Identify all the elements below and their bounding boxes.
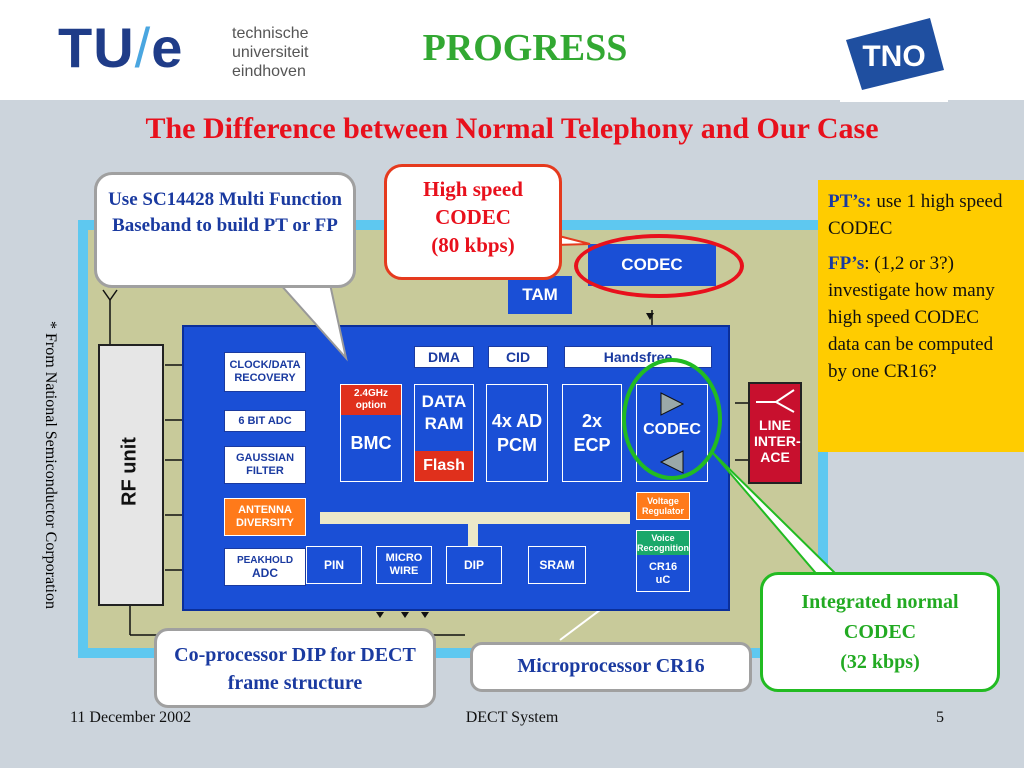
cr16-uc-label: CR16 uC xyxy=(648,561,678,586)
ad-pcm-block: 4x AD PCM xyxy=(486,384,548,482)
slide-header: TU/e technische universiteit eindhoven P… xyxy=(0,0,1024,102)
high-speed-codec-callout: High speed CODEC (80 kbps) xyxy=(384,164,562,280)
integrated-line-1: Integrated normal xyxy=(801,591,959,613)
university-line-2: universiteit xyxy=(232,44,309,61)
internal-bus xyxy=(320,512,630,524)
high-speed-line-1: High speed xyxy=(423,177,523,201)
logo-tu: TU xyxy=(58,16,135,79)
data-ram-label: DATA RAM xyxy=(415,391,473,435)
footer-date: 11 December 2002 xyxy=(70,709,192,726)
peakhold-adc-block: PEAKHOLD ADC xyxy=(224,548,306,586)
integrated-codec-callout: Integrated normal CODEC (32 kbps) xyxy=(760,572,1000,692)
cr16-block: Voice Recognition CR16 uC xyxy=(636,530,690,592)
line-interface-label: LINE INTER- ACE xyxy=(754,417,801,465)
tue-logo: TU/e xyxy=(58,18,183,78)
line-interface-block: LINE INTER- ACE xyxy=(748,382,802,484)
university-line-1: technische xyxy=(232,25,309,42)
section-title: PROGRESS xyxy=(422,27,628,69)
data-ram-block: DATA RAM Flash xyxy=(414,384,474,482)
dip-block: DIP xyxy=(446,546,502,584)
voice-recognition-label: Voice Recognition xyxy=(637,531,689,555)
rf-unit-block: RF unit xyxy=(98,344,164,606)
tno-logo: TNO xyxy=(840,10,948,102)
data-ram-line-1: DATA xyxy=(421,392,467,411)
flash-block: Flash xyxy=(415,451,473,481)
page-number: 5 xyxy=(936,709,944,726)
inner-codec-highlight xyxy=(622,358,722,480)
tno-logo-text: TNO xyxy=(862,40,925,73)
six-bit-adc-block: 6 BIT ADC xyxy=(224,410,306,432)
slide-title: The Difference between Normal Telephony … xyxy=(145,112,879,145)
integrated-line-2: CODEC xyxy=(843,621,917,643)
high-speed-line-2: CODEC xyxy=(435,205,511,229)
fp-note: FP’s: (1,2 or 3?) investigate how many h… xyxy=(828,250,1014,385)
fp-text: : (1,2 or 3?) investigate how many high … xyxy=(828,253,995,382)
high-speed-line-3: (80 kbps) xyxy=(431,233,515,257)
pin-block: PIN xyxy=(306,546,362,584)
dma-block: DMA xyxy=(414,346,474,368)
footer-title: DECT System xyxy=(465,709,559,726)
top-codec-highlight xyxy=(574,234,744,298)
integrated-line-3: (32 kbps) xyxy=(840,651,920,673)
voltage-regulator-block: Voltage Regulator xyxy=(636,492,690,520)
internal-bus-stem xyxy=(468,522,478,550)
bmc-label: BMC xyxy=(350,433,392,453)
university-name: technische universiteit eindhoven xyxy=(232,24,309,81)
sram-block: SRAM xyxy=(528,546,586,584)
cid-block: CID xyxy=(488,346,548,368)
logo-slash: / xyxy=(134,16,152,79)
microprocessor-callout: Microprocessor CR16 xyxy=(470,642,752,692)
pt-text: use 1 high speed CODEC xyxy=(828,191,1003,239)
university-line-3: eindhoven xyxy=(232,63,306,80)
pt-note: PT’s: use 1 high speed CODEC xyxy=(828,188,1014,242)
data-ram-line-2: RAM xyxy=(424,414,464,433)
peakhold-label: PEAKHOLD xyxy=(236,555,294,566)
gaussian-filter-block: GAUSSIAN FILTER xyxy=(224,446,306,484)
fp-label: FP’s xyxy=(828,253,865,274)
clock-data-recovery-block: CLOCK/DATA RECOVERY xyxy=(224,352,306,392)
antenna-diversity-block: ANTENNA DIVERSITY xyxy=(224,498,306,536)
line-fork-icon xyxy=(756,389,795,413)
baseband-callout: Use SC14428 Multi Function Baseband to b… xyxy=(94,172,356,288)
coprocessor-callout: Co-processor DIP for DECT frame structur… xyxy=(154,628,436,708)
logo-e: e xyxy=(151,16,184,79)
info-box: PT’s: use 1 high speed CODEC FP’s: (1,2 … xyxy=(818,180,1024,452)
adc-label: ADC xyxy=(252,566,278,580)
micro-wire-block: MICRO WIRE xyxy=(376,546,432,584)
bmc-block: 2.4GHz option BMC xyxy=(340,384,402,482)
ecp-block: 2x ECP xyxy=(562,384,622,482)
bmc-option-label: 2.4GHz option xyxy=(341,385,401,415)
pt-label: PT’s: xyxy=(828,191,872,212)
tam-block: TAM xyxy=(508,276,572,314)
